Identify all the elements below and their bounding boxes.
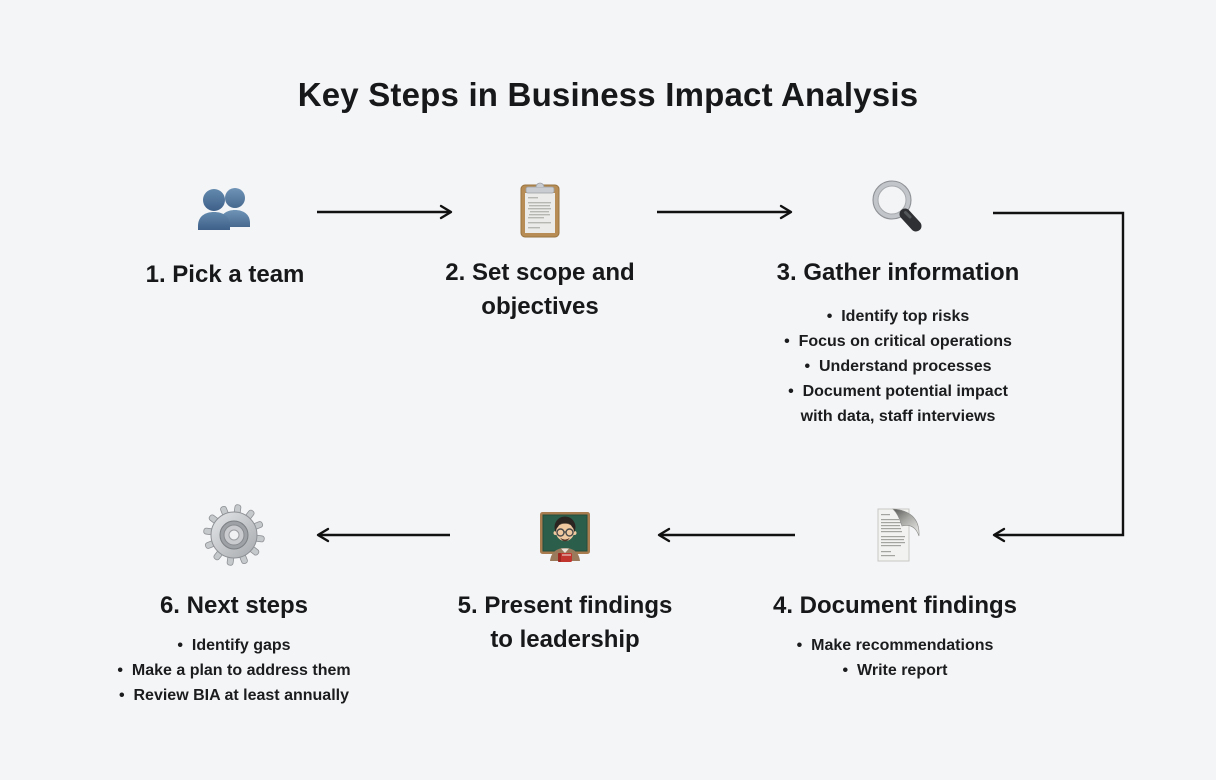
bullet-text: Identify gaps <box>177 637 290 654</box>
bullet-text: Understand processes <box>804 358 991 375</box>
busts-in-silhouette-icon <box>193 180 257 244</box>
step-1: 1. Pick a team <box>85 180 365 292</box>
step-bullets: Identify gaps Make a plan to address the… <box>117 633 350 708</box>
magnifying-glass-icon <box>866 178 930 242</box>
bullet-text: Make a plan to address them <box>117 662 350 679</box>
man-teacher-icon <box>533 503 597 567</box>
clipboard-icon <box>508 178 572 242</box>
step-6: 6. Next steps Identify gaps Make a plan … <box>74 503 394 708</box>
bullet-item: Identify gaps <box>117 633 350 658</box>
bullet-item: Make recommendations <box>797 633 994 658</box>
bullet-text: Identify top risks <box>827 308 970 325</box>
page-title: Key Steps in Business Impact Analysis <box>297 76 919 113</box>
bullet-text: Write report <box>843 662 948 679</box>
bullet-item: Write report <box>797 658 994 683</box>
step-label: 5. Present findings to leadership <box>457 592 673 653</box>
bullet-item: Identify top risks <box>784 304 1012 329</box>
bullet-item: Focus on critical operations <box>784 329 1012 354</box>
step-label: 2. Set scope and objectives <box>445 259 635 320</box>
step-3: 3. Gather information Identify top risks… <box>738 178 1058 429</box>
bullet-item: Understand processes <box>784 354 1012 379</box>
step-label: 1. Pick a team <box>145 261 305 288</box>
step-bullets: Identify top risks Focus on critical ope… <box>784 304 1012 429</box>
step-label: 3. Gather information <box>776 259 1020 286</box>
step-bullets: Make recommendations Write report <box>797 633 994 683</box>
bullet-text: Focus on critical operations <box>784 333 1012 350</box>
step-2: 2. Set scope and objectives <box>400 178 680 324</box>
gear-icon <box>202 503 266 567</box>
step-5: 5. Present findings to leadership <box>425 503 705 657</box>
step-label: 4. Document findings <box>772 592 1017 619</box>
bullet-item: Review BIA at least annually <box>117 683 350 708</box>
bullet-text: Make recommendations <box>797 637 994 654</box>
bullet-text: Document potential impact with data, sta… <box>788 383 1008 425</box>
page-with-curl-icon <box>863 503 927 567</box>
bullet-text: Review BIA at least annually <box>119 687 349 704</box>
step-label: 6. Next steps <box>159 592 309 619</box>
bullet-item: Make a plan to address them <box>117 658 350 683</box>
step-4: 4. Document findings Make recommendation… <box>735 503 1055 683</box>
bullet-item: Document potential impact with data, sta… <box>784 379 1012 429</box>
